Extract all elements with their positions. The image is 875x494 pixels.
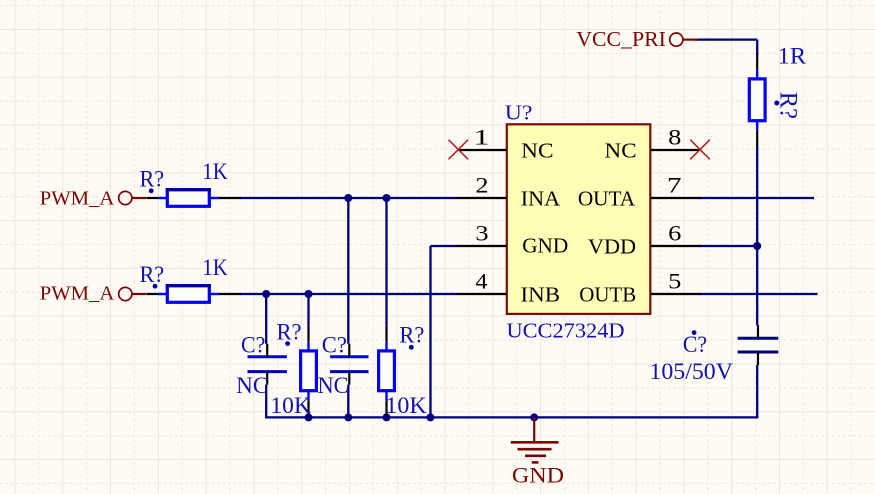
- svg-text:NC: NC: [317, 373, 348, 398]
- svg-text:OUTB: OUTB: [579, 282, 636, 306]
- svg-text:R?: R?: [775, 92, 802, 119]
- svg-text:10K: 10K: [385, 393, 427, 418]
- svg-text:1K: 1K: [202, 255, 228, 280]
- svg-text:1: 1: [474, 125, 490, 150]
- svg-text:2: 2: [475, 172, 488, 197]
- svg-text:6: 6: [668, 220, 681, 245]
- svg-text:U?: U?: [505, 101, 533, 125]
- svg-text:NC: NC: [236, 373, 268, 398]
- svg-text:7: 7: [667, 172, 682, 197]
- svg-text:C?: C?: [683, 332, 707, 357]
- svg-text:1K: 1K: [202, 159, 228, 184]
- svg-text:GND: GND: [522, 234, 568, 258]
- svg-text:UCC27324D: UCC27324D: [506, 319, 624, 343]
- svg-text:5: 5: [668, 268, 681, 293]
- svg-text:PWM_A: PWM_A: [40, 188, 115, 210]
- svg-text:R?: R?: [276, 320, 301, 345]
- svg-text:NC: NC: [605, 138, 637, 162]
- svg-text:NC: NC: [521, 138, 553, 162]
- svg-text:VDD: VDD: [588, 234, 636, 258]
- svg-text:1R: 1R: [778, 43, 807, 68]
- svg-text:C?: C?: [322, 332, 347, 357]
- svg-text:PWM_A: PWM_A: [40, 283, 115, 305]
- svg-text:R?: R?: [399, 323, 424, 348]
- svg-text:4: 4: [475, 268, 487, 293]
- svg-text:GND: GND: [512, 463, 564, 488]
- svg-text:105/50V: 105/50V: [649, 359, 733, 384]
- svg-text:C?: C?: [241, 332, 265, 357]
- svg-text:OUTA: OUTA: [578, 186, 636, 210]
- svg-text:10K: 10K: [270, 393, 311, 418]
- svg-text:INA: INA: [521, 186, 561, 210]
- svg-text:R?: R?: [139, 166, 164, 191]
- svg-text:3: 3: [475, 220, 488, 245]
- svg-text:8: 8: [668, 125, 681, 150]
- svg-text:VCC_PRI: VCC_PRI: [576, 27, 666, 51]
- svg-text:INB: INB: [521, 282, 561, 306]
- svg-text:R?: R?: [139, 262, 164, 287]
